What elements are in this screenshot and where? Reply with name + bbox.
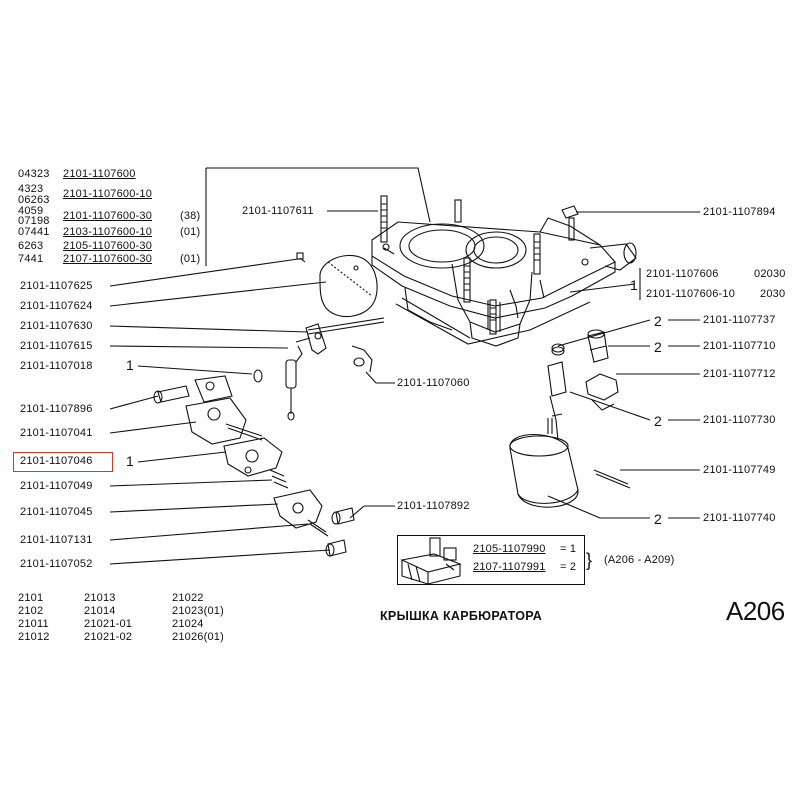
model-cell: 21024 <box>172 618 204 630</box>
part-label-1107606-10: 2101-1107606-10 <box>646 288 736 300</box>
part-label-1107730: 2101-1107730 <box>703 414 776 426</box>
part-label-1107606: 2101-1107606 <box>646 268 719 280</box>
part-number-2: 2101-1107600-10 <box>63 188 153 200</box>
part-label-1107046[interactable]: 2101-1107046 <box>20 455 93 467</box>
part-label-1107049: 2101-1107049 <box>20 480 93 492</box>
part-label-1107060: 2101-1107060 <box>397 377 470 389</box>
part-label-1107045: 2101-1107045 <box>20 506 93 518</box>
kit-quantity-1: = 1 <box>560 543 577 555</box>
part-label-1107052: 2101-1107052 <box>20 558 93 570</box>
model-cell: 21021-01 <box>84 618 133 630</box>
part-label-1107625: 2101-1107625 <box>20 280 93 292</box>
part-number-7: 2107-1107600-30 <box>63 253 153 265</box>
part-label-1107749: 2101-1107749 <box>703 464 776 476</box>
part-label-1107630: 2101-1107630 <box>20 320 93 332</box>
kit-brace: } <box>586 550 593 570</box>
qty-1107740: 2 <box>654 511 662 527</box>
code-a-4: 07198 <box>18 215 50 227</box>
part-label-1107737: 2101-1107737 <box>703 314 776 326</box>
kit-part-number-1: 2105-1107990 <box>473 543 546 555</box>
model-cell: 21013 <box>84 592 116 604</box>
part-number-5: 2103-1107600-10 <box>63 226 153 238</box>
model-cell: 21011 <box>18 618 49 630</box>
part-label-1107041: 2101-1107041 <box>20 427 93 439</box>
qty-1107018: 1 <box>126 357 134 373</box>
fuel-filter <box>509 418 579 508</box>
code-a-5: 07441 <box>18 226 50 238</box>
code-a-3: 4059 <box>18 205 44 217</box>
page-title: КРЫШКА КАРБЮРАТОРА <box>380 609 543 623</box>
leader-lines <box>109 210 700 565</box>
qty-1107710: 2 <box>654 339 662 355</box>
model-cell: 21012 <box>18 631 50 643</box>
part-number-0: 2101-1107600 <box>63 168 136 180</box>
choke-axle-lever <box>253 317 385 421</box>
code-a-0: 04323 <box>18 168 50 180</box>
part-label-1107892: 2101-1107892 <box>397 500 470 512</box>
kit-quantity-2: = 2 <box>560 561 577 573</box>
page-code: A206 <box>726 596 785 626</box>
fuel-inlet-parts <box>547 329 631 489</box>
repair-kit-icon <box>400 537 462 585</box>
note-5: (01) <box>180 226 201 238</box>
note-7: (01) <box>180 253 201 265</box>
part-label-1107624: 2101-1107624 <box>20 300 93 312</box>
part-label-1107611: 2101-1107611 <box>242 205 314 217</box>
part-label-1107131: 2101-1107131 <box>20 534 93 546</box>
qty-1107737: 2 <box>654 313 662 329</box>
model-cell: 21021-02 <box>84 631 133 643</box>
model-cell: 2101 <box>18 592 44 604</box>
choke-flap <box>296 252 378 318</box>
model-cell: 21023(01) <box>172 605 224 617</box>
part-suffix-1107606: 02030 <box>754 268 786 280</box>
qty-1107606: 1 <box>630 277 638 293</box>
code-a-6: 6263 <box>18 240 44 252</box>
model-cell: 21022 <box>172 592 204 604</box>
part-label-1107894: 2101-1107894 <box>703 206 776 218</box>
note-4: (38) <box>180 210 201 222</box>
repair-kit-box <box>397 535 585 585</box>
carburetor-cover <box>371 217 637 347</box>
part-suffix-1107606-10: 2030 <box>760 288 786 300</box>
qty-1107730: 2 <box>654 413 662 429</box>
part-label-1107712: 2101-1107712 <box>703 368 776 380</box>
kit-part-number-2: 2107-1107991 <box>473 561 546 573</box>
part-label-1107896: 2101-1107896 <box>20 403 93 415</box>
part-label-1107710: 2101-1107710 <box>703 340 776 352</box>
part-number-6: 2105-1107600-30 <box>63 240 153 252</box>
highlight-box <box>13 452 113 472</box>
kit-page-range: (A206 - A209) <box>604 554 675 566</box>
code-a-1: 4323 <box>18 183 44 195</box>
code-a-2: 06263 <box>18 194 50 206</box>
accelerator-pump <box>153 375 355 557</box>
studs <box>380 195 579 335</box>
part-label-1107740: 2101-1107740 <box>703 512 776 524</box>
part-label-1107615: 2101-1107615 <box>20 340 93 352</box>
model-cell: 21026(01) <box>172 631 224 643</box>
model-cell: 2102 <box>18 605 44 617</box>
code-a-7: 7441 <box>18 253 44 265</box>
qty-1107046: 1 <box>126 453 134 469</box>
part-number-4: 2101-1107600-30 <box>63 210 153 222</box>
part-label-1107018: 2101-1107018 <box>20 360 93 372</box>
model-cell: 21014 <box>84 605 116 617</box>
